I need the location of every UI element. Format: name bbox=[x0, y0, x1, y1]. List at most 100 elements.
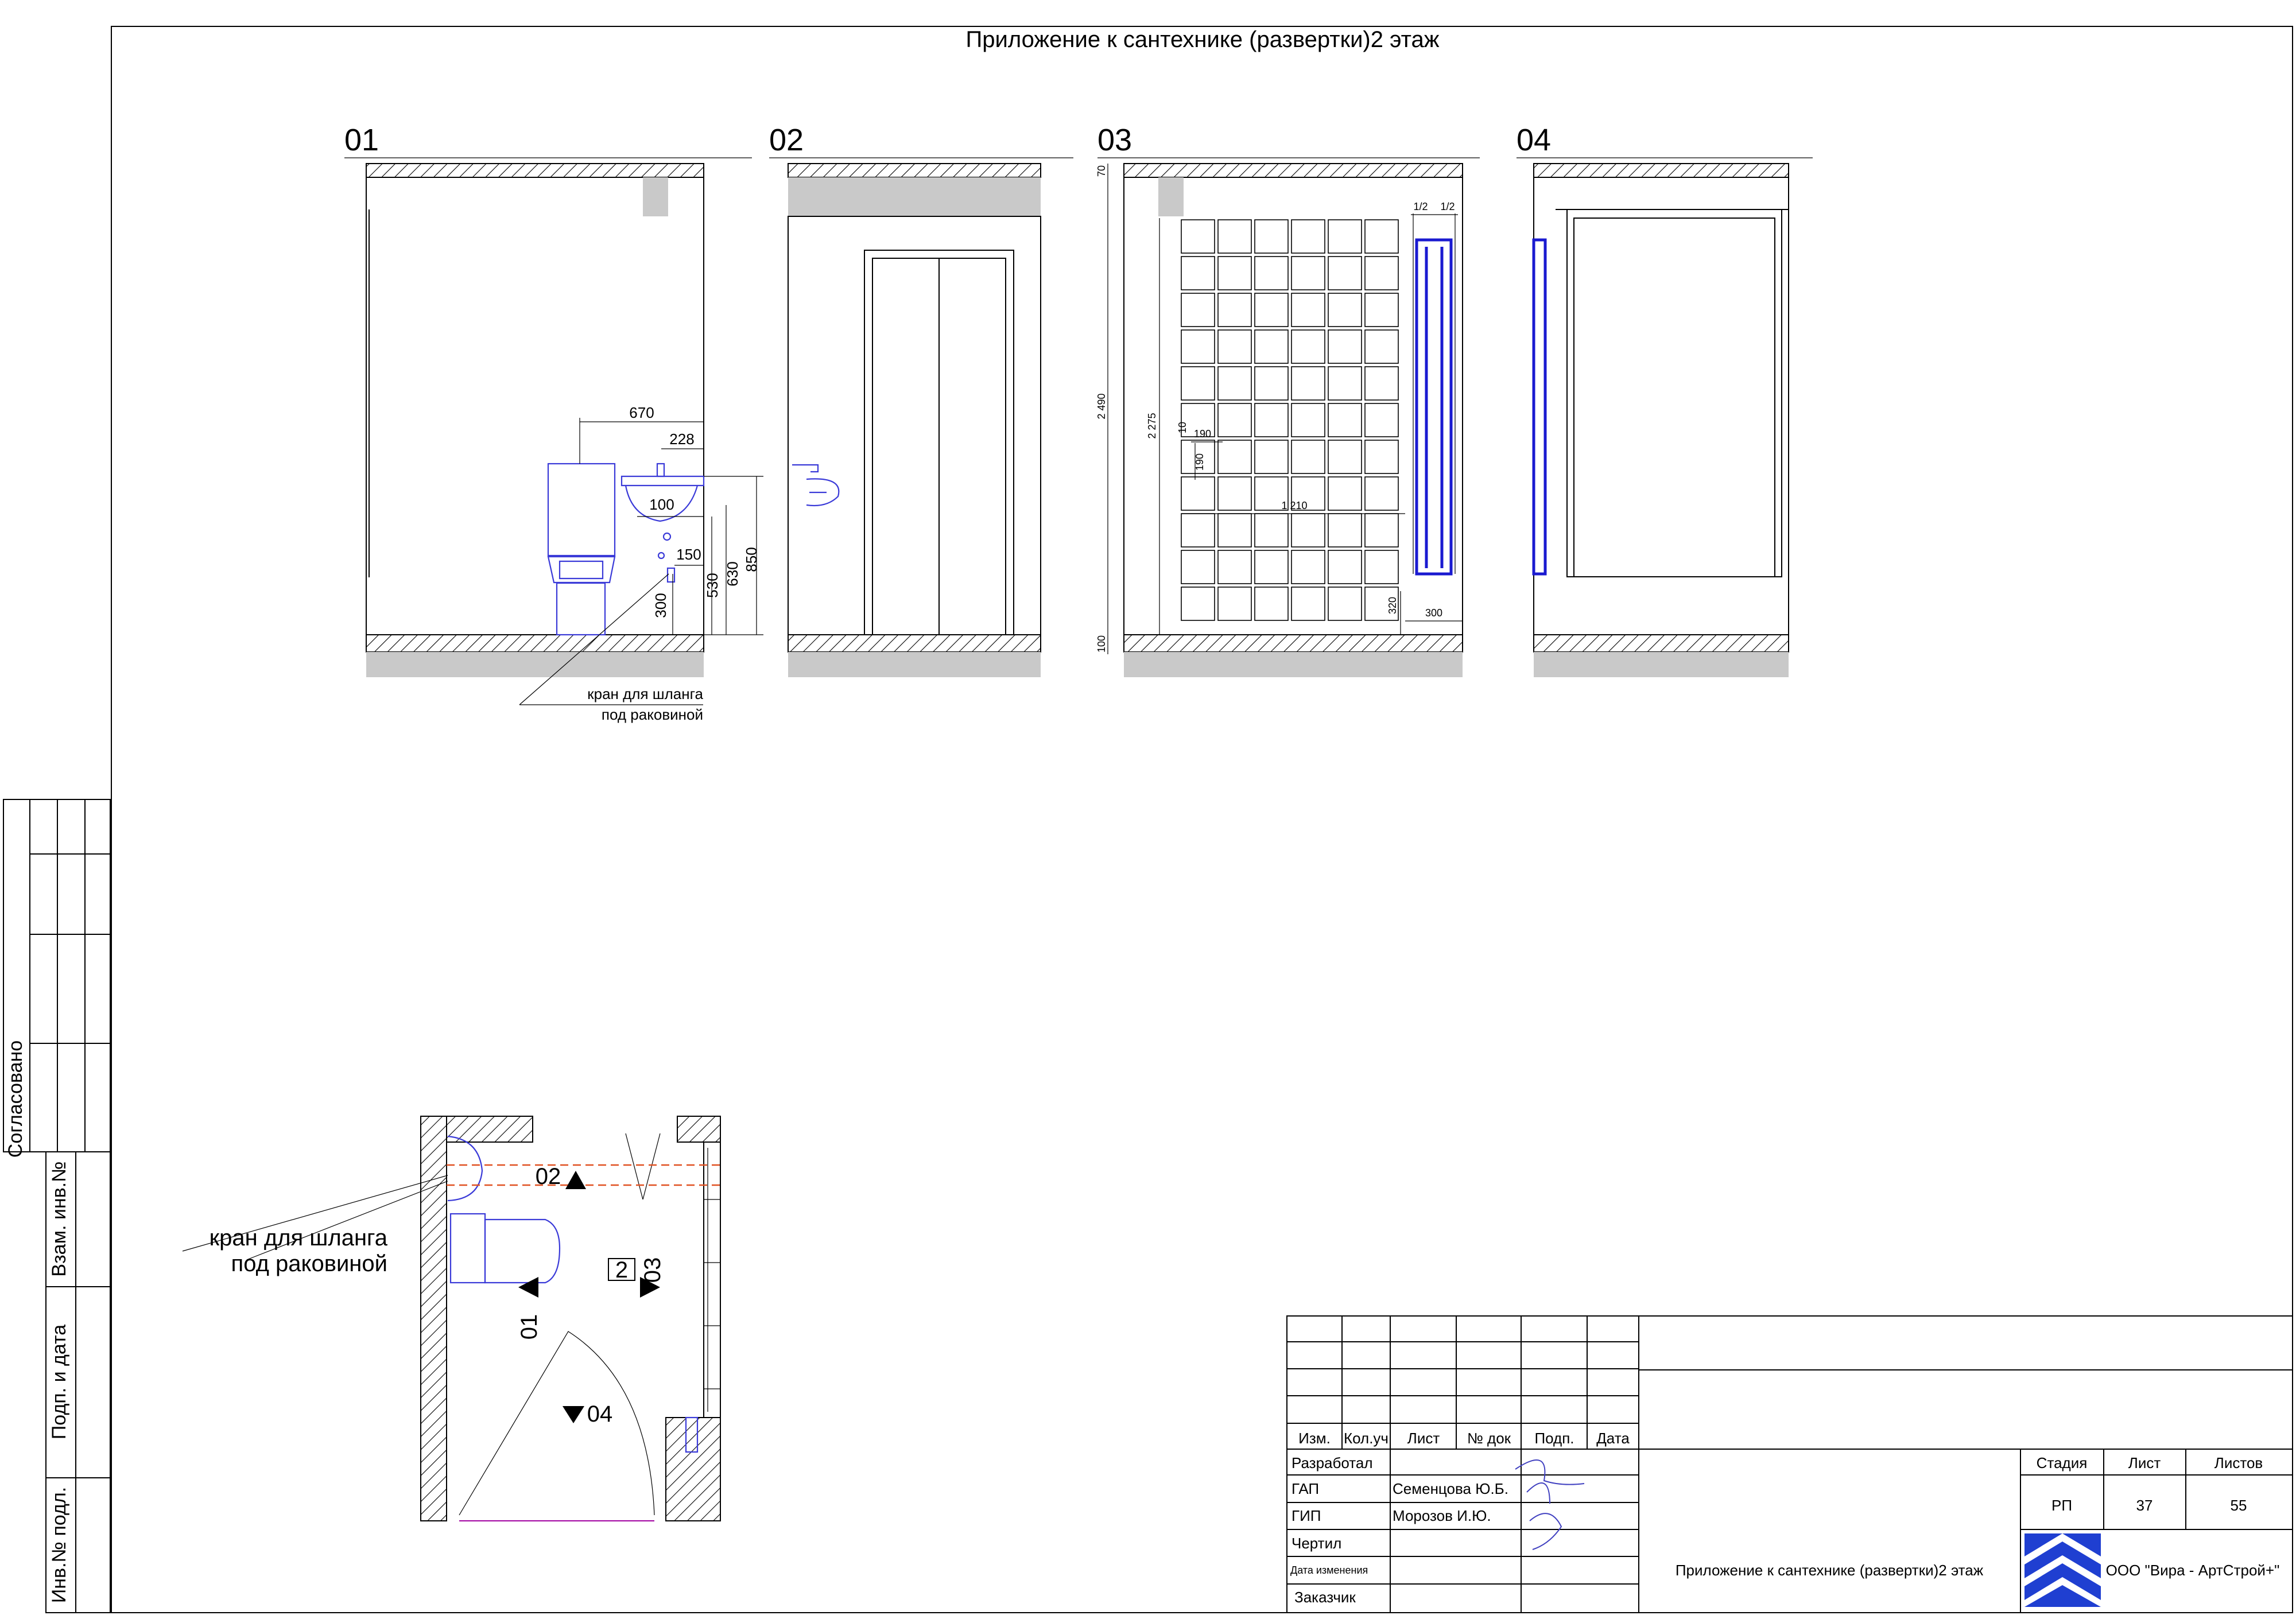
svg-text:Подп.: Подп. bbox=[1534, 1430, 1574, 1447]
sheets-total: 55 bbox=[2231, 1497, 2247, 1514]
stage-value: РП bbox=[2051, 1497, 2072, 1514]
svg-text:300: 300 bbox=[652, 593, 669, 618]
svg-text:1/2: 1/2 bbox=[1440, 201, 1455, 212]
tile bbox=[1328, 366, 1362, 401]
svg-text:Кол.уч: Кол.уч bbox=[1344, 1430, 1389, 1447]
tile bbox=[1291, 329, 1325, 364]
plan-note-hose-tap: кран для шланга bbox=[210, 1225, 388, 1251]
tile bbox=[1254, 219, 1289, 254]
sheet-frame bbox=[111, 26, 2293, 1613]
dimensions-01: 670 228 100 150 300 530 630 850 bbox=[579, 404, 763, 635]
view-label-04: 04 bbox=[1517, 123, 1551, 157]
tile bbox=[1364, 587, 1399, 621]
tile bbox=[1364, 403, 1399, 437]
tile bbox=[1181, 587, 1215, 621]
stamp-sign-date: Подп. и дата bbox=[48, 1325, 70, 1439]
tile bbox=[1291, 550, 1325, 584]
tile bbox=[1254, 513, 1289, 548]
elevation-01: 01 670 228 100 150 300 bbox=[344, 123, 763, 723]
svg-text:530: 530 bbox=[704, 573, 721, 597]
tile bbox=[1254, 256, 1289, 290]
sheet-title: Приложение к сантехнике (развертки)2 эта… bbox=[965, 27, 1439, 52]
svg-text:Лист: Лист bbox=[1407, 1430, 1440, 1447]
tile bbox=[1217, 476, 1252, 511]
tile bbox=[1364, 513, 1399, 548]
gip-name: Морозов И.Ю. bbox=[1393, 1507, 1491, 1524]
floor-plan: 02 01 03 2 04 кран для шланга под ракови… bbox=[182, 1116, 721, 1521]
svg-text:Дата: Дата bbox=[1596, 1430, 1630, 1447]
svg-text:70: 70 bbox=[1096, 165, 1107, 177]
tile bbox=[1254, 587, 1289, 621]
tile bbox=[1364, 440, 1399, 474]
tile bbox=[1291, 293, 1325, 327]
tile bbox=[1364, 219, 1399, 254]
plan-mark-04: 04 bbox=[587, 1401, 613, 1427]
svg-text:2 275: 2 275 bbox=[1146, 413, 1158, 438]
towel-rail: 1/2 1/2 bbox=[1411, 201, 1458, 576]
plan-mark-03: 03 bbox=[640, 1257, 665, 1283]
tile bbox=[1217, 550, 1252, 584]
stamp-agreed: Согласовано bbox=[5, 1040, 26, 1158]
tile bbox=[1217, 440, 1252, 474]
left-stamp: Согласовано Взам. инв.№ Подп. и дата Инв… bbox=[3, 799, 111, 1613]
svg-text:№ док: № док bbox=[1467, 1430, 1511, 1447]
svg-text:Листов: Листов bbox=[2214, 1454, 2263, 1471]
tile bbox=[1291, 587, 1325, 621]
floor-slab bbox=[366, 634, 704, 653]
svg-text:190: 190 bbox=[1194, 428, 1211, 440]
svg-text:150: 150 bbox=[676, 546, 701, 563]
plan-mark-02: 02 bbox=[536, 1164, 561, 1189]
tile bbox=[1181, 366, 1215, 401]
svg-text:2 490: 2 490 bbox=[1096, 393, 1107, 419]
svg-text:100: 100 bbox=[1096, 635, 1107, 653]
svg-text:1 210: 1 210 bbox=[1281, 500, 1307, 511]
view-label-02: 02 bbox=[769, 123, 804, 157]
tile bbox=[1181, 219, 1215, 254]
elevation-02: 02 bbox=[769, 123, 1073, 677]
tile bbox=[1217, 403, 1252, 437]
svg-text:Чертил: Чертил bbox=[1292, 1535, 1341, 1552]
sheet-number: 37 bbox=[2136, 1497, 2153, 1514]
tile bbox=[1181, 256, 1215, 290]
tile bbox=[1328, 219, 1362, 254]
tile bbox=[1364, 366, 1399, 401]
tile bbox=[1217, 513, 1252, 548]
tile bbox=[1254, 440, 1289, 474]
tile bbox=[1291, 440, 1325, 474]
svg-text:1/2: 1/2 bbox=[1413, 201, 1428, 212]
plan-mark-01: 01 bbox=[517, 1314, 542, 1340]
tile bbox=[1364, 550, 1399, 584]
view-label-03: 03 bbox=[1097, 123, 1132, 157]
svg-text:Стадия: Стадия bbox=[2037, 1454, 2088, 1471]
tile bbox=[1181, 403, 1215, 437]
svg-text:Разработал: Разработал bbox=[1292, 1454, 1373, 1471]
tile bbox=[1364, 476, 1399, 511]
title-block: Изм. Кол.уч Лист № док Подп. Дата Разраб… bbox=[1286, 1315, 2293, 1613]
svg-text:Заказчик: Заказчик bbox=[1294, 1589, 1356, 1606]
tile bbox=[1291, 366, 1325, 401]
svg-text:Лист: Лист bbox=[2128, 1454, 2161, 1471]
tile bbox=[1217, 366, 1252, 401]
company-name: ООО "Вира - АртСтрой+" bbox=[2106, 1562, 2280, 1579]
tile bbox=[1181, 476, 1215, 511]
view-label-01: 01 bbox=[344, 123, 379, 157]
tile bbox=[1364, 293, 1399, 327]
tile bbox=[1181, 550, 1215, 584]
gap-name: Семенцова Ю.Б. bbox=[1393, 1480, 1508, 1497]
room-number: 2 bbox=[615, 1257, 628, 1283]
tile bbox=[1291, 219, 1325, 254]
company-logo bbox=[2024, 1533, 2101, 1607]
signature-mark bbox=[1515, 1459, 1585, 1550]
tile bbox=[1328, 256, 1362, 290]
svg-text:670: 670 bbox=[629, 404, 654, 421]
tile bbox=[1328, 293, 1362, 327]
tile bbox=[1291, 403, 1325, 437]
svg-text:320: 320 bbox=[1387, 597, 1398, 614]
tile bbox=[1328, 513, 1362, 548]
svg-text:10: 10 bbox=[1177, 422, 1188, 433]
tile bbox=[1217, 587, 1252, 621]
tile bbox=[1328, 587, 1362, 621]
svg-text:ГАП: ГАП bbox=[1292, 1480, 1319, 1497]
svg-text:100: 100 bbox=[649, 496, 674, 513]
